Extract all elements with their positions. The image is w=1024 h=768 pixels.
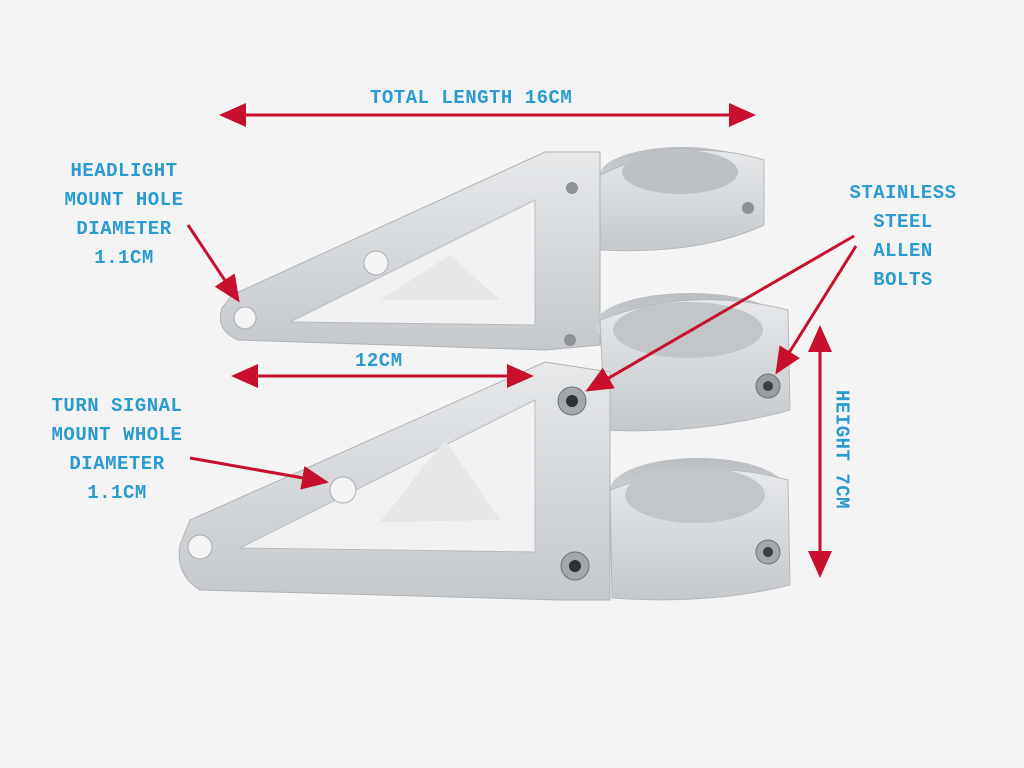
label-line: MOUNT WHOLE — [51, 424, 183, 446]
label-line: MOUNT HOLE — [64, 189, 184, 211]
headlight-hole-pointer — [186, 224, 240, 303]
allen-bolt — [557, 386, 781, 581]
bolt-pointer-right — [775, 245, 858, 375]
label-line: DIAMETER — [76, 218, 172, 240]
upper-bracket — [219, 147, 765, 351]
headlight-mount-hole — [233, 306, 257, 330]
label-line: TURN SIGNAL — [51, 395, 183, 417]
middle-clamp — [564, 293, 791, 432]
bolts-label: STAINLESS STEEL ALLEN BOLTS — [823, 179, 983, 295]
label-line: HEADLIGHT — [70, 160, 178, 182]
label-line: STEEL — [873, 211, 933, 233]
label-line: 1.1CM — [87, 482, 147, 504]
turn-signal-hole-pointer — [189, 456, 329, 490]
label-line: STAINLESS — [849, 182, 957, 204]
turn-signal-hole-label: TURN SIGNAL MOUNT WHOLE DIAMETER 1.1CM — [32, 392, 202, 508]
dimension-arrows — [186, 103, 858, 578]
label-line: 1.1CM — [94, 247, 154, 269]
total-length-label: TOTAL LENGTH 16CM — [370, 87, 573, 109]
height-label: HEIGHT 7CM — [830, 389, 853, 510]
bolt-pointer-left — [585, 234, 855, 392]
arm-length-label: 12CM — [355, 350, 403, 372]
label-line: ALLEN — [873, 240, 933, 262]
label-line: BOLTS — [873, 269, 933, 291]
label-line: DIAMETER — [69, 453, 165, 475]
turn-signal-mount-hole — [329, 476, 357, 504]
lower-bracket — [178, 361, 791, 601]
headlight-hole-label: HEADLIGHT MOUNT HOLE DIAMETER 1.1CM — [44, 157, 204, 273]
